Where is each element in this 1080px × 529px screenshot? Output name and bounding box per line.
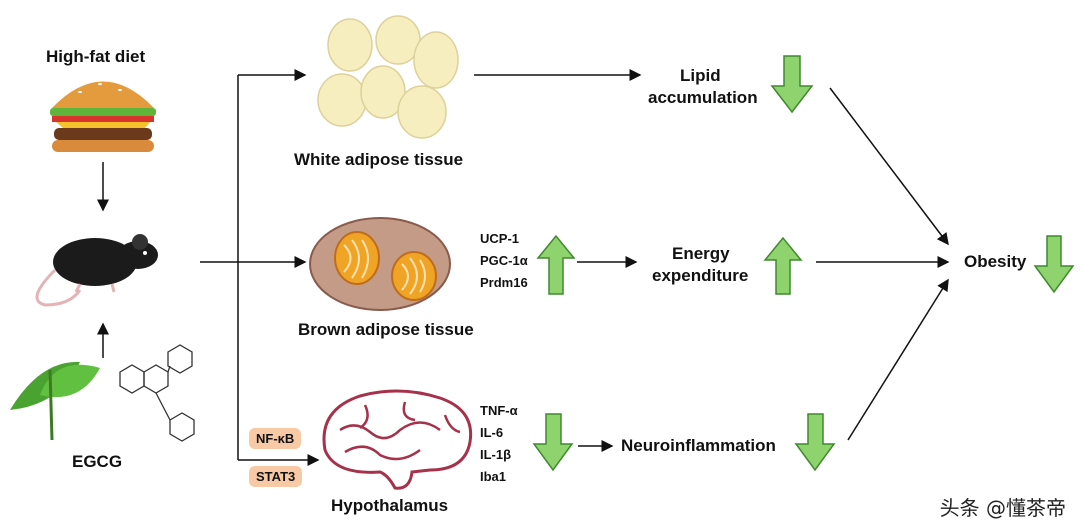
marker-ucp1: UCP-1 [480, 231, 520, 246]
brain-icon [322, 389, 473, 490]
high-fat-diet-label: High-fat diet [46, 47, 146, 66]
white-adipose-icon [317, 15, 459, 139]
lipid-label-line2: accumulation [648, 88, 758, 107]
white-adipose-label: White adipose tissue [294, 150, 464, 169]
marker-iba1: Iba1 [480, 469, 507, 484]
energy-up-arrow-icon [763, 236, 803, 295]
mouse-icon [35, 234, 158, 307]
tea-leaf-icon [10, 361, 100, 441]
obesity-label: Obesity [964, 252, 1027, 271]
marker-tnfa: TNF-α [480, 403, 518, 418]
marker-pgc1a: PGC-1α [480, 253, 528, 268]
burger-icon [50, 81, 156, 152]
nfkb-pill: NF-κB [249, 428, 302, 449]
brown-adipose-icon [309, 217, 451, 311]
neuro-down-arrow-icon [794, 413, 836, 472]
ucp1-up-arrow-icon [536, 234, 576, 295]
lipid-down-arrow-icon [770, 55, 814, 114]
marker-il6: IL-6 [480, 425, 504, 440]
neuroinflammation-label: Neuroinflammation [621, 436, 776, 455]
egcg-molecule-icon [119, 344, 195, 442]
obesity-down-arrow-icon [1033, 235, 1075, 294]
egcg-label: EGCG [72, 452, 123, 471]
hypothalamus-label: Hypothalamus [331, 496, 449, 515]
brown-marker-list: UCP-1 PGC-1α Prdm16 [480, 228, 528, 294]
energy-label-line1: Energy [672, 244, 730, 263]
lipid-label-line1: Lipid [680, 66, 721, 85]
inflammation-marker-list: TNF-α IL-6 IL-1β Iba1 [480, 400, 518, 488]
watermark: 头条 @懂茶帝 [939, 496, 1066, 520]
stat3-pill: STAT3 [249, 466, 303, 487]
marker-il1b: IL-1β [480, 447, 512, 462]
brown-adipose-label: Brown adipose tissue [298, 320, 474, 339]
energy-label-line2: expenditure [652, 266, 749, 285]
marker-prdm16: Prdm16 [480, 275, 528, 290]
cytokine-down-arrow-icon [532, 413, 574, 472]
